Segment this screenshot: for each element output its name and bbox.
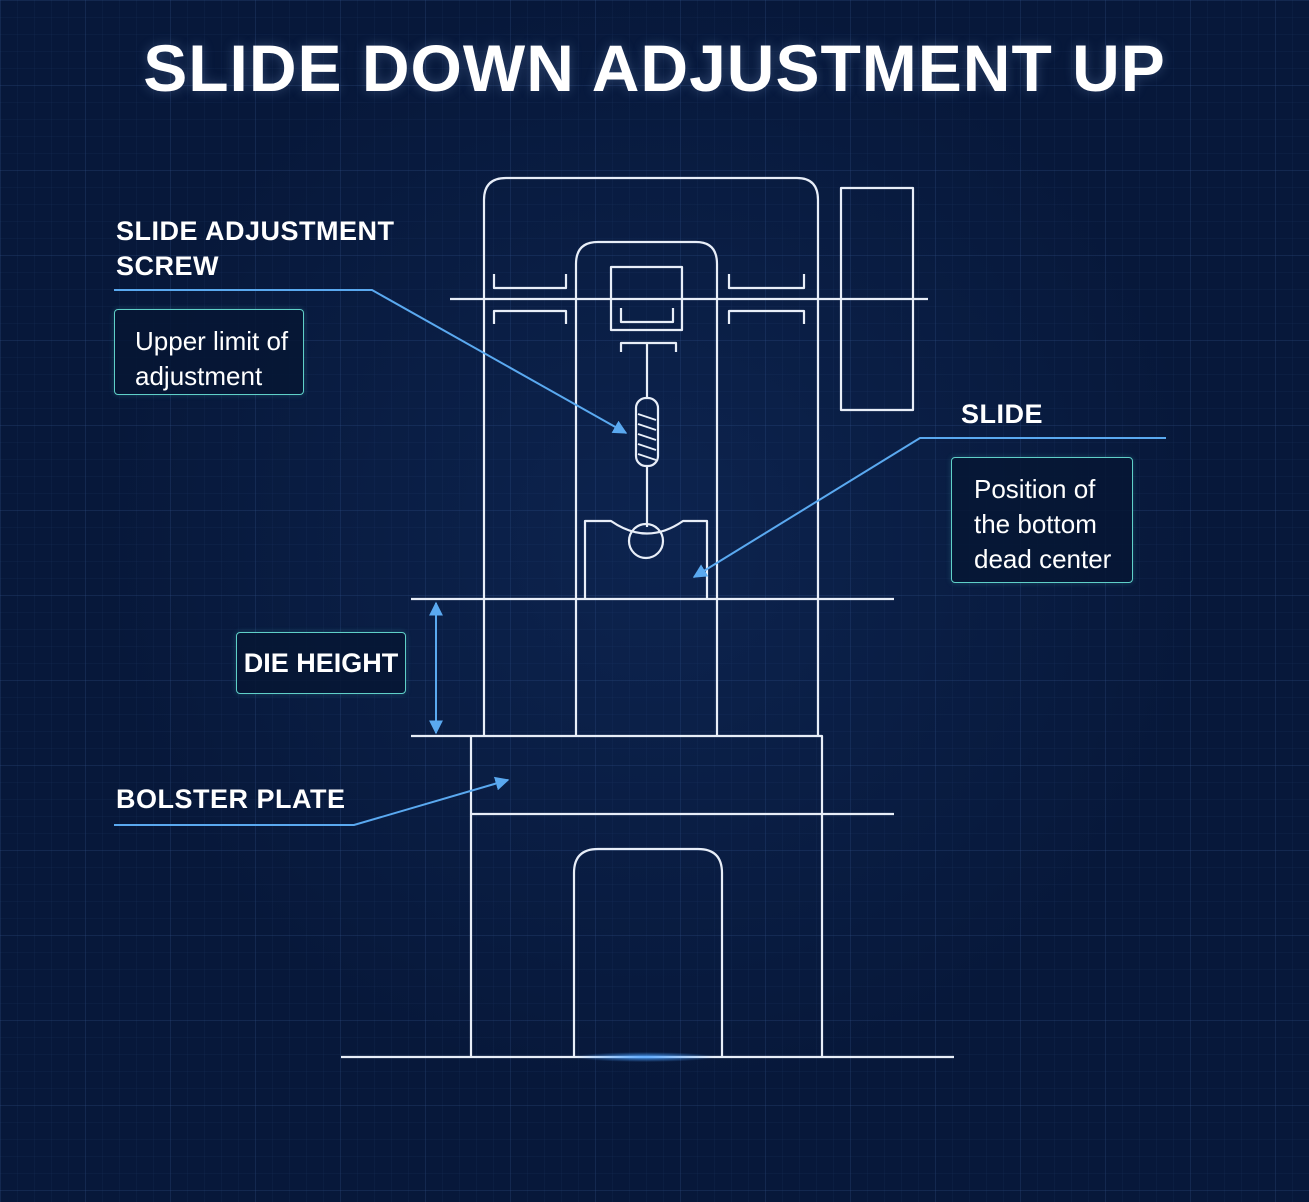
upper-limit-note: Upper limit of adjustment	[114, 309, 304, 395]
slide-label: SLIDE	[961, 399, 1044, 429]
ball-joint	[627, 522, 665, 560]
slide-leader	[692, 437, 1166, 578]
slide-adjustment-screw-label: SLIDE ADJUSTMENT SCREW	[116, 216, 395, 281]
press-base	[469, 814, 824, 1057]
bottom-dead-center-note: Position of the bottom dead center	[951, 457, 1133, 583]
adjustment-screw	[634, 396, 660, 468]
bolster-plate	[469, 734, 824, 816]
bolster-leader	[114, 776, 510, 826]
base-opening	[572, 847, 724, 1057]
diagram-title: SLIDE DOWN ADJUSTMENT UP	[143, 31, 1166, 105]
nut-housing	[609, 265, 684, 332]
bolster-plate-label: BOLSTER PLATE	[116, 784, 346, 814]
screw-leader	[114, 289, 628, 434]
slide-block	[583, 519, 709, 598]
slide-guide	[574, 240, 719, 737]
press-frame	[482, 176, 820, 737]
die-height-label: DIE HEIGHT	[236, 632, 406, 694]
